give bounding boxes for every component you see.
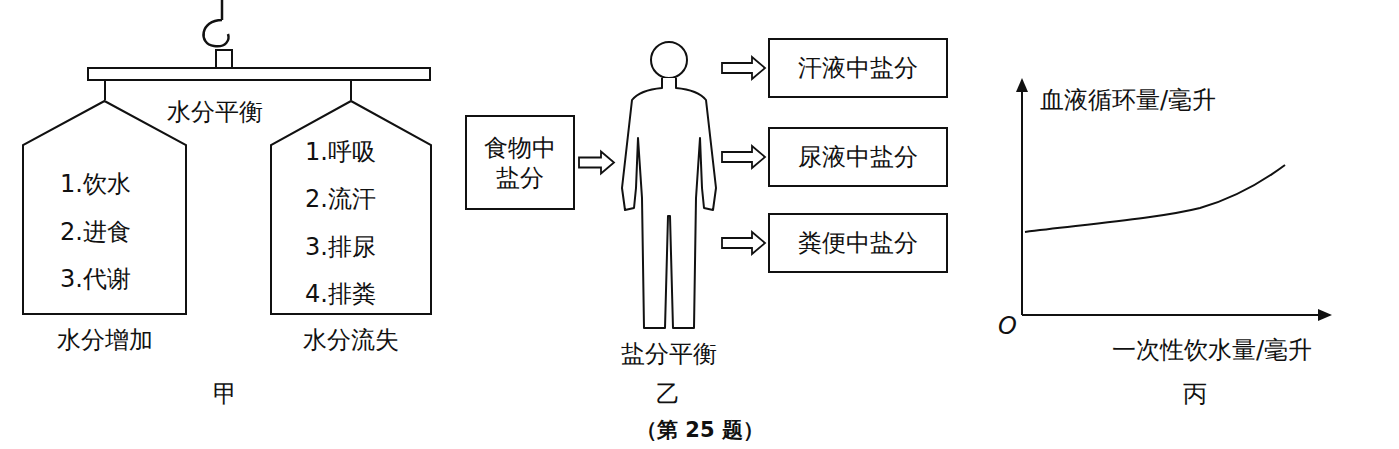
text-box: 食物中盐分 xyxy=(465,115,575,210)
string xyxy=(350,80,352,100)
panel-label: 甲 xyxy=(213,380,237,409)
human-outline xyxy=(610,38,728,368)
origin-label: O xyxy=(998,312,1017,341)
text-box: 汗液中盐分 xyxy=(768,38,948,98)
bag-heading: 水分流失 xyxy=(303,326,399,355)
chart-axes xyxy=(1016,78,1332,321)
axis-label: 一次性饮水量/毫升 xyxy=(1112,336,1312,365)
list-item: 2.流汗 xyxy=(305,185,376,214)
list-item: 2.进食 xyxy=(60,218,131,247)
hollow-arrow xyxy=(722,57,765,79)
list-item: 3.代谢 xyxy=(60,265,131,294)
beam-label: 水分平衡 xyxy=(167,98,263,127)
hook xyxy=(204,0,229,46)
box-text: 汗液中盐分 xyxy=(798,53,918,83)
hollow-arrow xyxy=(722,146,765,168)
bag-shape: 1.呼吸2.流汗3.排尿4.排粪水分流失 xyxy=(270,100,432,315)
panel-label: 丙 xyxy=(1183,380,1207,409)
text-box: 粪便中盐分 xyxy=(768,213,948,273)
human-figure: 盐分平衡 xyxy=(610,38,728,368)
figure-heading: 盐分平衡 xyxy=(621,340,717,369)
box-text: 粪便中盐分 xyxy=(798,228,918,258)
axis-label: 血液循环量/毫升 xyxy=(1040,86,1216,115)
string xyxy=(104,80,106,100)
list-item: 1.呼吸 xyxy=(305,138,376,167)
caption: （第 25 题） xyxy=(636,418,764,443)
box-text: 食物中盐分 xyxy=(482,133,559,193)
text-box: 尿液中盐分 xyxy=(768,127,948,187)
list-item: 3.排尿 xyxy=(305,233,376,262)
list-item: 4.排粪 xyxy=(305,280,376,309)
bag-shape: 1.饮水2.进食3.代谢水分增加 xyxy=(22,100,187,315)
panel-label: 乙 xyxy=(656,380,680,409)
bag-heading: 水分增加 xyxy=(57,326,153,355)
box-text: 尿液中盐分 xyxy=(798,142,918,172)
list-item: 1.饮水 xyxy=(60,170,131,199)
hollow-arrow xyxy=(579,152,614,174)
beam xyxy=(88,68,430,80)
hollow-arrow xyxy=(722,232,765,254)
chart-curve xyxy=(1025,165,1285,232)
